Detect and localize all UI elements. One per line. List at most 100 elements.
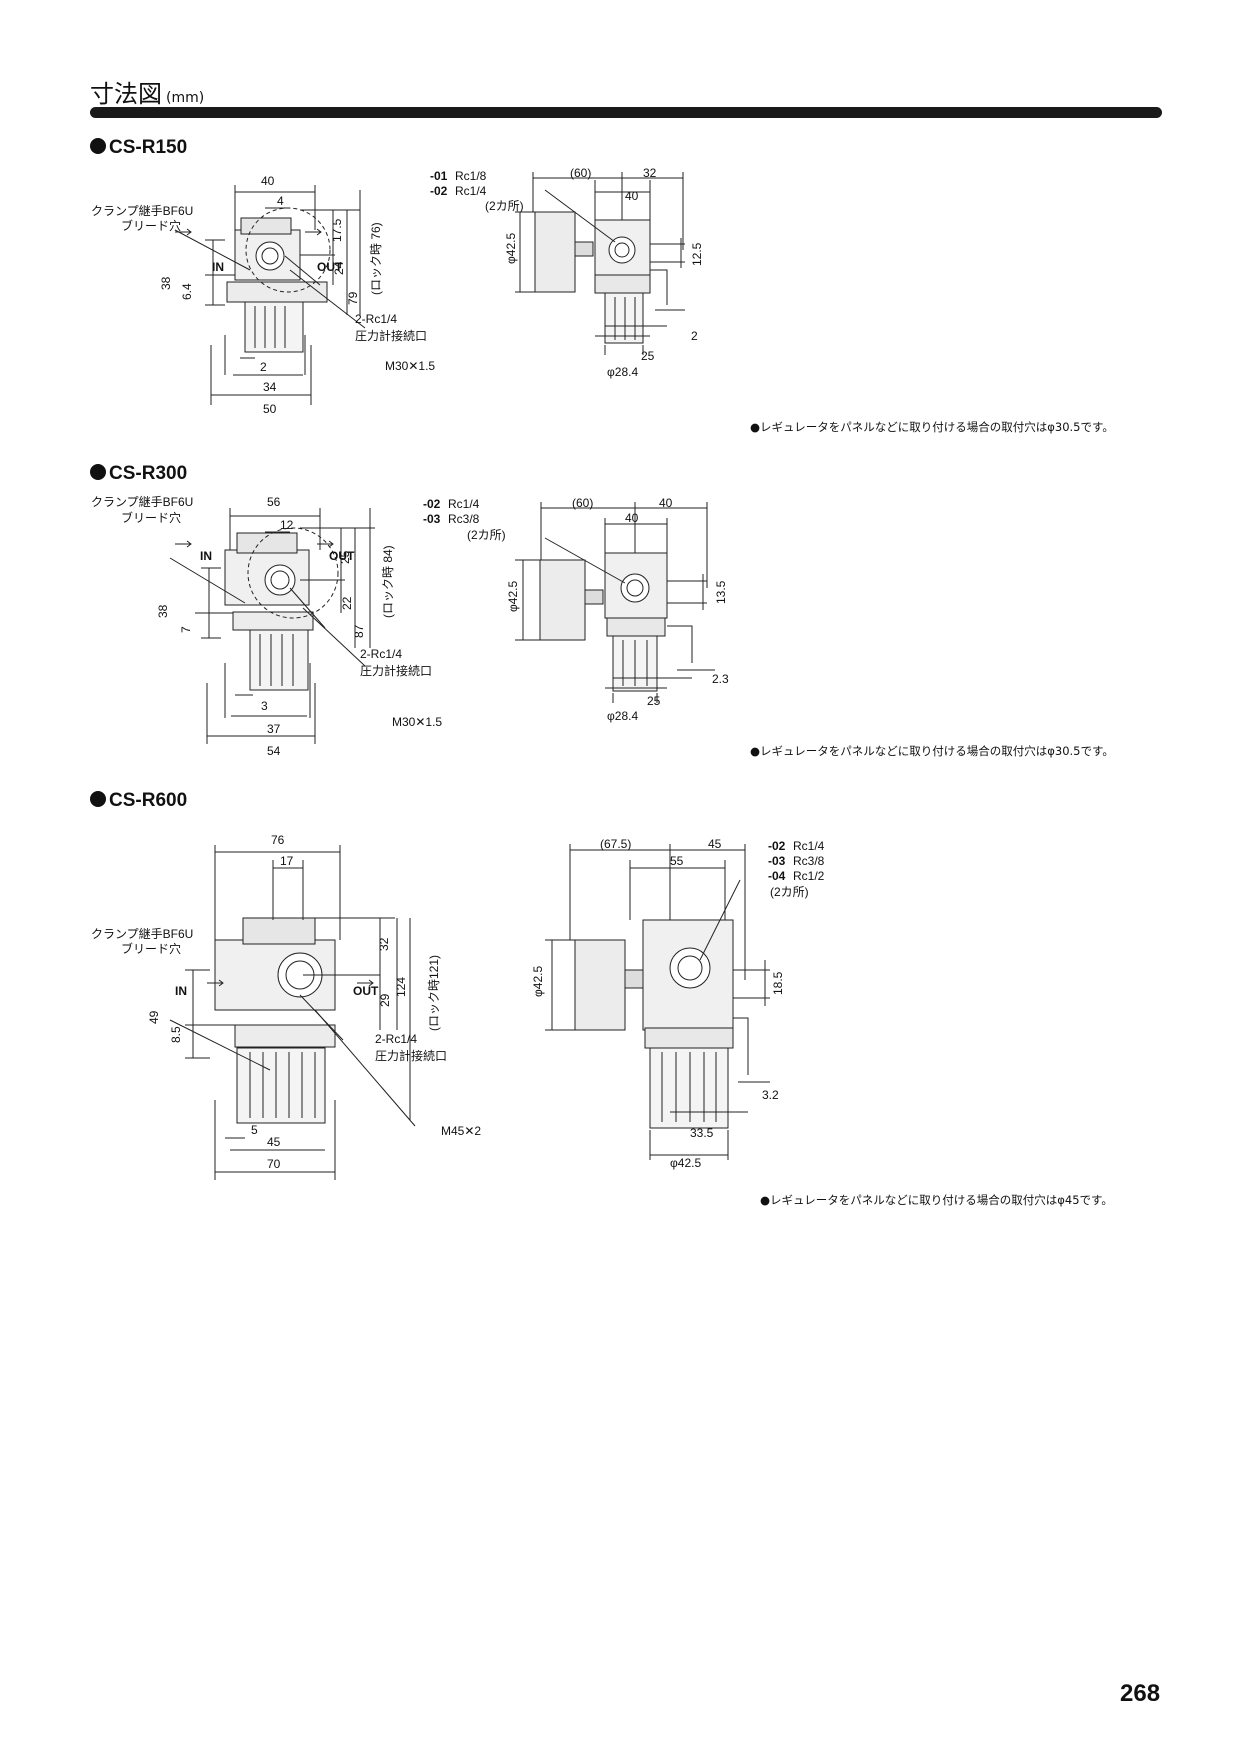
- dim-d3: 40: [625, 511, 639, 525]
- label-bleed: ブリード穴: [121, 941, 181, 956]
- dim-top-small: 17: [280, 854, 294, 868]
- dim-h: 12.5: [690, 242, 704, 266]
- label-port: 2-Rc1/4: [355, 312, 397, 326]
- dim-d1: (67.5): [600, 837, 631, 851]
- dim-r3: 124: [394, 977, 408, 997]
- dim-b3: 54: [267, 744, 281, 758]
- mounting-note-cs-r300: ●レギュレータをパネルなどに取り付ける場合の取付穴はφ30.5です。: [750, 744, 1114, 758]
- label-bleed: ブリード穴: [121, 218, 181, 233]
- dim-w: 33.5: [690, 1126, 714, 1140]
- port-b-code: -03: [768, 854, 786, 868]
- dim-d2: 32: [643, 166, 657, 180]
- places: (2カ所): [770, 885, 809, 899]
- label-out: OUT: [329, 549, 355, 563]
- dim-phi: φ42.5: [531, 966, 545, 997]
- label-clamp: クランプ継手BF6U: [91, 203, 193, 218]
- dim-g: 2: [691, 329, 698, 343]
- places: (2カ所): [485, 199, 524, 213]
- dim-v1: 49: [147, 1010, 161, 1024]
- label-clamp: クランプ継手BF6U: [91, 926, 193, 941]
- dim-g: 2.3: [712, 672, 729, 686]
- dim-d2: 40: [659, 496, 673, 510]
- port-a: Rc1/4: [793, 839, 825, 853]
- dim-d1: (60): [572, 496, 593, 510]
- dim-top-small: 12: [280, 518, 294, 532]
- mounting-note-cs-r600: ●レギュレータをパネルなどに取り付ける場合の取付穴はφ45です。: [760, 1193, 1113, 1207]
- label-clamp: クランプ継手BF6U: [91, 494, 193, 509]
- label-thread: M45✕2: [441, 1124, 481, 1138]
- dim-v2: 7: [179, 626, 193, 633]
- port-a-code: -01: [430, 169, 448, 183]
- port-b: Rc3/8: [793, 854, 825, 868]
- dim-top-width: 56: [267, 495, 281, 509]
- label-port: 2-Rc1/4: [375, 1032, 417, 1046]
- page-title-unit: (mm): [166, 90, 205, 106]
- page-number: 268: [1120, 1680, 1161, 1707]
- mounting-note-cs-r150: ●レギュレータをパネルなどに取り付ける場合の取付穴はφ30.5です。: [750, 420, 1114, 434]
- dim-v2: 8.5: [169, 1026, 183, 1043]
- dim-r3: 87: [352, 624, 366, 638]
- dim-phi: φ42.5: [506, 581, 520, 612]
- dim-h: 18.5: [771, 971, 785, 995]
- dim-b1: 2: [260, 360, 267, 374]
- dim-r3: 79: [346, 291, 360, 305]
- port-b: Rc3/8: [448, 512, 480, 526]
- front-view-drawing-cs-r300: 56 12 クランプ継手BF6U ブリード穴 IN OUT 38 7 25 22…: [91, 494, 442, 758]
- port-b: Rc1/4: [455, 184, 487, 198]
- port-c-code: -04: [768, 869, 786, 883]
- dim-b1: 3: [261, 699, 268, 713]
- dim-v1: 38: [159, 276, 173, 290]
- dim-d3: 40: [625, 189, 639, 203]
- label-in: IN: [212, 260, 224, 274]
- side-view-drawing-cs-r300: -02 Rc1/4 -03 Rc3/8 (2カ所) (60) 40 40 φ42…: [423, 496, 729, 723]
- label-out: OUT: [353, 984, 379, 998]
- side-view-drawing-cs-r150: -01 Rc1/8 -02 Rc1/4 (2カ所) (60) 32 40 φ42…: [430, 166, 704, 379]
- front-view-drawing-cs-r600: 76 17 クランプ継手BF6U ブリード穴 IN OUT 49 8.5 32 …: [91, 833, 481, 1180]
- port-b-code: -03: [423, 512, 441, 526]
- dim-top-width: 40: [261, 174, 275, 188]
- label-in: IN: [200, 549, 212, 563]
- dim-b2: 34: [263, 380, 277, 394]
- dim-b3: 70: [267, 1157, 281, 1171]
- label-out: OUT: [317, 260, 343, 274]
- section-heading-cs-r150: CS-R150: [90, 137, 187, 159]
- dim-b2: 45: [267, 1135, 281, 1149]
- dim-d2: 45: [708, 837, 722, 851]
- port-c: Rc1/2: [793, 869, 825, 883]
- dim-lock: (ロック時 76): [369, 222, 383, 295]
- label-bleed: ブリード穴: [121, 510, 181, 525]
- label-in: IN: [175, 984, 187, 998]
- label-thread: M30✕1.5: [392, 715, 442, 729]
- dim-d1: (60): [570, 166, 591, 180]
- label-thread: M30✕1.5: [385, 359, 435, 373]
- dim-lock: (ロック時121): [427, 955, 441, 1031]
- port-b-code: -02: [430, 184, 448, 198]
- front-view-drawing-cs-r150: 40 4 クランプ継手BF6U ブリード穴 IN OUT 38 6.4 17.5…: [91, 174, 435, 416]
- dim-top-small: 4: [277, 194, 284, 208]
- label-gauge: 圧力計接続口: [375, 1048, 447, 1063]
- port-a-code: -02: [768, 839, 786, 853]
- label-gauge: 圧力計接続口: [355, 328, 427, 343]
- page-title-text: 寸法図: [90, 80, 162, 108]
- dim-b1: 5: [251, 1123, 258, 1137]
- dim-d3: 55: [670, 854, 684, 868]
- dim-phi: φ42.5: [504, 233, 518, 264]
- dim-bphi: φ28.4: [607, 365, 638, 379]
- section-heading-cs-r300: CS-R300: [90, 463, 187, 485]
- dim-b3: 50: [263, 402, 277, 416]
- port-a: Rc1/8: [455, 169, 487, 183]
- dim-b2: 37: [267, 722, 281, 736]
- section-heading-cs-r600: CS-R600: [90, 790, 187, 812]
- dim-r2: 22: [340, 596, 354, 610]
- label-port: 2-Rc1/4: [360, 647, 402, 661]
- header-rule: [90, 107, 1162, 118]
- dim-r1: 25: [338, 550, 352, 564]
- dim-r2: 29: [378, 993, 392, 1007]
- dim-bphi: φ42.5: [670, 1156, 701, 1170]
- dim-w: 25: [641, 349, 655, 363]
- dim-w: 25: [647, 694, 661, 708]
- page-title: 寸法図(mm): [90, 74, 204, 109]
- port-a-code: -02: [423, 497, 441, 511]
- label-gauge: 圧力計接続口: [360, 663, 432, 678]
- dim-top-width: 76: [271, 833, 285, 847]
